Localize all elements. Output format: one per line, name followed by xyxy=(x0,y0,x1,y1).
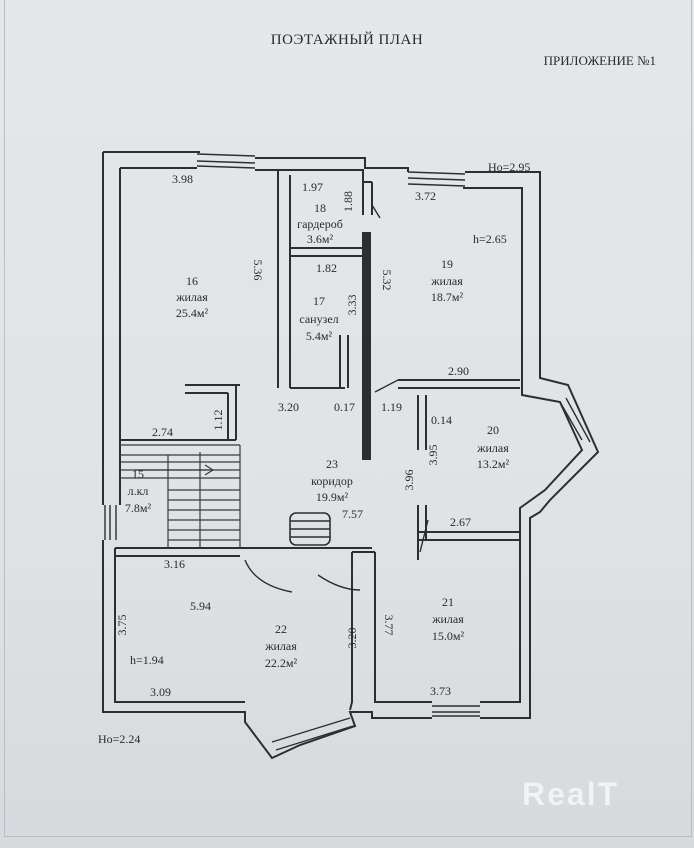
dim-532: 5.32 xyxy=(380,270,394,291)
svg-text:23: 23 xyxy=(326,457,338,471)
dim-188: 1.88 xyxy=(341,191,355,212)
svg-text:18: 18 xyxy=(314,201,326,215)
svg-text:15: 15 xyxy=(132,467,144,481)
dim-014: 0.14 xyxy=(431,413,452,427)
window-bay-right xyxy=(559,397,591,443)
door-20 xyxy=(419,519,429,553)
svg-text:коридор: коридор xyxy=(311,474,353,488)
door-19 xyxy=(371,204,381,219)
svg-text:гардероб: гардероб xyxy=(297,217,343,231)
svg-text:13.2м²: 13.2м² xyxy=(477,457,510,471)
svg-text:жилая: жилая xyxy=(476,441,509,455)
dim-373: 3.73 xyxy=(430,684,451,698)
h-room22-label: h=1.94 xyxy=(130,653,164,667)
window-bottom-right xyxy=(432,705,480,717)
dim-396: 3.96 xyxy=(402,470,416,491)
svg-text:21: 21 xyxy=(442,595,454,609)
dim-309: 3.09 xyxy=(150,685,171,699)
outer-wall xyxy=(102,151,600,760)
dim-267: 2.67 xyxy=(450,515,471,529)
svg-text:жилая: жилая xyxy=(175,290,208,304)
wall-22-top xyxy=(115,547,372,557)
svg-text:18.7м²: 18.7м² xyxy=(431,290,464,304)
svg-text:25.4м²: 25.4м² xyxy=(176,306,209,320)
appendix-label: ПРИЛОЖЕНИЕ №1 xyxy=(543,53,656,68)
thick-partition xyxy=(362,232,371,460)
wall-16-bottom xyxy=(120,384,240,441)
room-label-19: 19 жилая 18.7м² xyxy=(430,257,463,304)
svg-text:22: 22 xyxy=(275,622,287,636)
room-label-17: 17 санузел 5.4м² xyxy=(299,294,338,343)
staircase xyxy=(120,444,241,548)
dim-197: 1.97 xyxy=(302,180,323,194)
dim-377: 3.77 xyxy=(382,615,396,636)
wall-19-bottom xyxy=(398,379,520,389)
dim-290: 2.90 xyxy=(448,364,469,378)
wall-18-19 xyxy=(362,182,373,215)
dim-536: 5.36 xyxy=(251,260,265,281)
dim-320a: 3.20 xyxy=(278,400,299,414)
dim-182: 1.82 xyxy=(316,261,337,275)
svg-text:17: 17 xyxy=(313,294,325,308)
dim-375: 3.75 xyxy=(115,615,129,636)
dim-274: 2.74 xyxy=(152,425,173,439)
svg-text:жилая: жилая xyxy=(430,274,463,288)
wall-room16-right xyxy=(277,170,291,388)
svg-text:20: 20 xyxy=(487,423,499,437)
dim-316: 3.16 xyxy=(164,557,185,571)
room-label-15: 15 л.кл 7.8м² xyxy=(125,467,152,515)
dim-372: 3.72 xyxy=(415,189,436,203)
svg-text:22.2м²: 22.2м² xyxy=(265,656,298,670)
door-corridor xyxy=(374,379,399,393)
svg-text:жилая: жилая xyxy=(431,612,464,626)
svg-text:19: 19 xyxy=(441,257,453,271)
ho-bottom-label: Ho=2.24 xyxy=(98,732,140,746)
inner-outline xyxy=(114,167,584,711)
window-top-left xyxy=(196,153,256,169)
room-label-16: 16 жилая 25.4м² xyxy=(175,274,208,320)
h-room19-label: h=2.65 xyxy=(473,232,507,246)
dim-594: 5.94 xyxy=(190,599,211,613)
ho-top-label: Ho=2.95 xyxy=(488,160,530,174)
watermark-logo: RealT xyxy=(522,776,620,812)
wall-20-left xyxy=(417,395,427,450)
wall-17-bottom xyxy=(290,335,349,389)
corridor-fixture xyxy=(289,512,331,546)
room-label-20: 20 жилая 13.2м² xyxy=(476,423,509,471)
dim-398: 3.98 xyxy=(172,172,193,186)
room-label-21: 21 жилая 15.0м² xyxy=(431,595,464,643)
room-label-23: 23 коридор 19.9м² xyxy=(311,457,353,504)
svg-text:жилая: жилая xyxy=(264,639,297,653)
dim-757: 7.57 xyxy=(342,507,363,521)
dim-395: 3.95 xyxy=(426,445,440,466)
window-top-right xyxy=(407,171,466,187)
dim-017: 0.17 xyxy=(334,400,355,414)
dim-320b: 3.20 xyxy=(345,628,359,649)
svg-text:16: 16 xyxy=(186,274,198,288)
plan-title: ПОЭТАЖНЫЙ ПЛАН xyxy=(270,32,424,48)
window-left xyxy=(104,505,117,540)
svg-text:5.4м²: 5.4м² xyxy=(306,329,333,343)
dim-333: 3.33 xyxy=(345,295,359,316)
svg-text:15.0м²: 15.0м² xyxy=(432,629,465,643)
svg-text:19.9м²: 19.9м² xyxy=(316,490,349,504)
door-arc-22 xyxy=(244,559,361,593)
dim-119: 1.19 xyxy=(381,400,402,414)
svg-text:3.6м²: 3.6м² xyxy=(307,232,334,246)
sheet-border xyxy=(4,0,692,837)
svg-text:санузел: санузел xyxy=(299,312,338,326)
svg-text:7.8м²: 7.8м² xyxy=(125,501,152,515)
svg-text:л.кл: л.кл xyxy=(128,484,149,498)
wall-20-bottom xyxy=(417,505,520,560)
wall-18-17 xyxy=(290,247,362,257)
room-label-22: 22 жилая 22.2м² xyxy=(264,622,297,670)
window-bay-bottom xyxy=(271,717,354,751)
dim-112: 1.12 xyxy=(211,410,225,431)
